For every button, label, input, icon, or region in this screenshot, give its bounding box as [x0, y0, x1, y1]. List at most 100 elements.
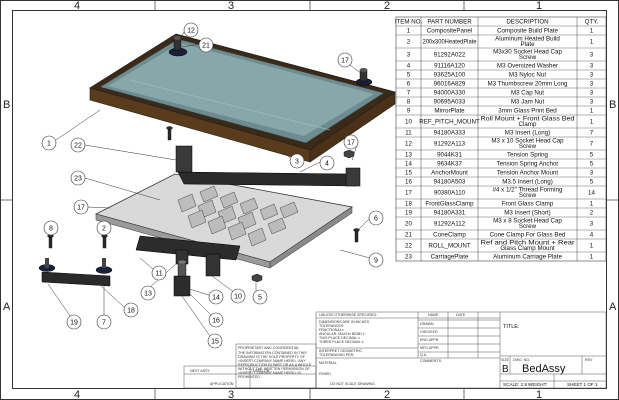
- callouts: 12 21 17 1 3 4 22 23 17 17 6 9 18 11 13 …: [41, 22, 384, 349]
- tb-dims-4: TWO PLACE DECIMAL ±: [319, 336, 360, 340]
- zone-labels-bottom: 4 3 2 1: [74, 389, 542, 400]
- bom-qty: 1: [590, 108, 594, 115]
- callout-text: 1: [47, 141, 51, 148]
- callout-balloon: 15: [207, 333, 223, 349]
- bom-description: Aluminum Carriage Plate: [493, 254, 562, 261]
- tb-do-not-scale: DO NOT SCALE DRAWING: [330, 382, 375, 386]
- bom-item-no: 18: [405, 201, 412, 208]
- bom-description: Screw: [519, 54, 537, 61]
- bom-part-number: 91292A022: [434, 52, 466, 59]
- tb-dwg-label: DWG. NO.: [513, 358, 530, 362]
- bom-part-number: 90380A110: [434, 190, 466, 197]
- callout-text: 8: [49, 226, 53, 233]
- bom-qty: 1: [590, 243, 594, 250]
- bom-item-no: 1: [407, 28, 411, 35]
- bom-description: M3 Nyloc Nut: [509, 72, 546, 79]
- bom-description: M3 Cap Nut: [511, 90, 544, 97]
- tb-application: APPLICATION: [210, 382, 234, 386]
- bom-item-no: 11: [405, 130, 412, 137]
- bom-part-number: REF_PITCH_MOUNT: [419, 119, 480, 126]
- tb-title-label: TITLE:: [503, 324, 520, 330]
- title-block-text: UNLESS OTHERWISE SPECIFIED: NAME DATE DR…: [190, 313, 598, 387]
- bom-description: Tension Anchor Mount: [497, 170, 559, 177]
- callout-balloon: 4: [319, 155, 335, 171]
- bom-description: Screw: [519, 223, 537, 230]
- tb-next-assy: NEXT ASSY: [190, 369, 211, 373]
- bom-item-no: 14: [405, 161, 412, 168]
- bom-description: M3 Thumbscrew 20mm Long: [487, 81, 568, 88]
- callout-text: 10: [234, 294, 242, 301]
- bom-qty: 3: [590, 99, 594, 106]
- tb-qa: Q.A.: [420, 353, 427, 357]
- bom-part-number: 90695A033: [434, 99, 466, 106]
- callout-text: 11: [155, 271, 162, 278]
- bom-qty: 3: [590, 52, 594, 59]
- bom-item-no: 5: [407, 72, 411, 79]
- bom-qty: 3: [590, 170, 594, 177]
- bom-description: Screw: [519, 192, 537, 199]
- callout-balloon: 21: [198, 37, 214, 53]
- bom-part-number: 91292A113: [434, 141, 466, 148]
- callout-balloon: 12: [183, 22, 199, 38]
- zone-right-b: B: [609, 99, 616, 111]
- bom-part-number: 91116A120: [434, 63, 465, 70]
- bom-description: Front Glass Clamp: [502, 201, 554, 208]
- tb-prop-0: THE INFORMATION CONTAINED IN THIS: [238, 351, 307, 355]
- zone-top-1: 1: [536, 0, 542, 12]
- bom-qty: 5: [590, 179, 594, 186]
- tb-date: DATE: [456, 313, 466, 317]
- bom-grid: [395, 16, 607, 262]
- bom-item-no: 2: [407, 39, 411, 46]
- rear-mount-rail: [175, 145, 361, 187]
- bom-description: Glass Clamp Mount: [500, 245, 555, 252]
- bom-description: M3 x 10 Socket Head Cap: [491, 138, 564, 145]
- callout-text: 17: [341, 58, 349, 65]
- bom-qty: 5: [590, 161, 594, 168]
- callout-balloon: 17: [337, 52, 353, 68]
- bom-description: M3 Oversized Washer: [497, 63, 558, 70]
- bom-outline: [395, 16, 607, 262]
- callout-text: 15: [211, 339, 219, 346]
- tb-dwg-no: BedAssy: [522, 363, 566, 375]
- tb-prop-3: REPRODUCTION IN PART OR AS A WHOLE: [238, 363, 312, 367]
- callout-balloon: 6: [368, 210, 384, 226]
- zone-labels-side: B A B A: [3, 99, 617, 313]
- bom-part-number: 94180A331: [434, 210, 466, 217]
- callout-balloon: 14: [208, 289, 224, 305]
- bom-description: Screw: [519, 143, 537, 150]
- bom-part-number: CarriagePlate: [431, 254, 469, 261]
- callout-text: 19: [70, 320, 78, 327]
- bom-item-no: 10: [405, 119, 412, 126]
- callout-text: 7: [102, 320, 106, 327]
- bom-item-no: 6: [407, 81, 411, 88]
- bom-qty: 3: [590, 90, 594, 97]
- bom-qty: 14: [588, 190, 595, 197]
- tb-prop-4: WITHOUT THE WRITTEN PERMISSION OF: [238, 367, 311, 371]
- callout-text: 5: [258, 295, 262, 302]
- bom-part-number: 93625A100: [434, 72, 466, 79]
- tb-dims-3: ANGULAR: MACH± BEND ±: [319, 332, 365, 336]
- bom-part-number: CompositePanel: [427, 28, 472, 35]
- callout-text: 6: [374, 216, 378, 223]
- bom-item-no: 12: [405, 141, 412, 148]
- zone-right-a: A: [609, 301, 617, 313]
- tb-prop-6: PROHIBITED.: [238, 375, 261, 379]
- callout-balloon: 11: [151, 265, 167, 281]
- tb-used-on: USED ON: [253, 369, 270, 373]
- bom-description: 3mm Glass Print Bed: [498, 108, 557, 115]
- callout-balloon: 18: [123, 302, 139, 318]
- loose-screws: [47, 126, 360, 249]
- callout-balloon: 9: [368, 252, 384, 268]
- callout-text: 12: [187, 28, 195, 35]
- callout-text: 4: [325, 161, 329, 168]
- zone-top-3: 3: [228, 0, 234, 12]
- tb-scale: SCALE: 1:8: [503, 382, 527, 387]
- zone-left-a: A: [3, 301, 11, 313]
- callout-balloon: 23: [70, 170, 86, 186]
- bom-item-no: 20: [405, 221, 412, 228]
- bom-part-number: ROLL_MOUNT: [428, 243, 471, 250]
- bom-qty: 1: [590, 28, 594, 35]
- bom-description: Tension Spring Anchor: [497, 161, 559, 168]
